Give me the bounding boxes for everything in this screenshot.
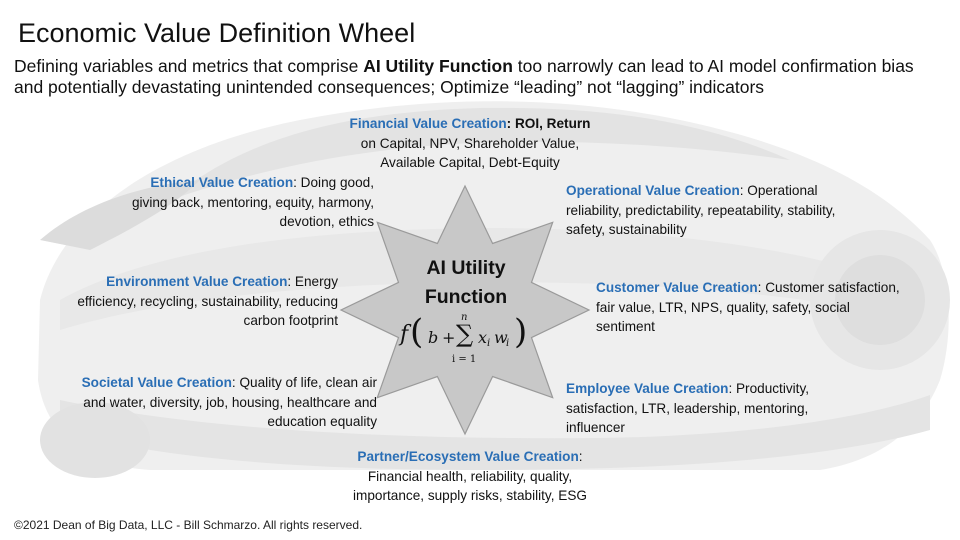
environment-heading: Environment Value Creation	[106, 274, 288, 289]
ethical-line-3: devotion, ethics	[279, 214, 374, 229]
employee-line-3: influencer	[566, 420, 625, 435]
page-subtitle: Defining variables and metrics that comp…	[14, 56, 944, 98]
formula-sum-upper: n	[461, 312, 468, 323]
employee-heading: Employee Value Creation	[566, 381, 729, 396]
customer-heading: Customer Value Creation	[596, 280, 758, 295]
financial-line-1: : ROI, Return	[506, 116, 591, 131]
financial-heading: Financial Value Creation	[349, 116, 507, 131]
ethical-line-1: : Doing good,	[293, 175, 374, 190]
societal-line-3: education equality	[267, 414, 377, 429]
partner-line-3: importance, supply risks, stability, ESG	[353, 488, 587, 503]
operational-line-3: safety, sustainability	[566, 222, 687, 237]
environment-line-3: carbon footprint	[243, 313, 338, 328]
formula-w: w	[494, 328, 508, 347]
societal-line-2: and water, diversity, job, housing, heal…	[83, 394, 377, 410]
copyright-footer: ©2021 Dean of Big Data, LLC - Bill Schma…	[14, 518, 363, 532]
center-title-line2: Function	[424, 286, 508, 308]
employee-value-block: Employee Value Creation: Productivity, s…	[566, 379, 906, 438]
center-title-line1: AI Utility	[426, 257, 506, 279]
societal-line-1: : Quality of life, clean air	[231, 375, 377, 390]
societal-heading: Societal Value Creation	[81, 375, 232, 390]
subtitle-bold-term: AI Utility Function	[363, 56, 513, 76]
formula-sum-lower: i = 1	[452, 354, 477, 365]
financial-line-3: Available Capital, Debt-Equity	[380, 155, 560, 170]
operational-line-2: reliability, predictability, repeatabili…	[566, 202, 836, 218]
formula-x-sub: i	[487, 338, 491, 349]
environment-line-1: : Energy	[287, 274, 338, 289]
customer-value-block: Customer Value Creation: Customer satisf…	[596, 278, 936, 337]
financial-value-block: Financial Value Creation: ROI, Return on…	[330, 114, 610, 173]
partner-line-2: Financial health, reliability, quality,	[367, 468, 573, 484]
environment-line-2: efficiency, recycling, sustainability, r…	[77, 293, 338, 309]
star-polygon	[339, 184, 591, 436]
formula-b: b	[428, 328, 439, 347]
ethical-value-block: Ethical Value Creation: Doing good, givi…	[60, 173, 374, 232]
page-title: Economic Value Definition Wheel	[18, 18, 416, 48]
operational-heading: Operational Value Creation	[566, 183, 740, 198]
partner-line-1: :	[578, 449, 583, 464]
operational-line-1: : Operational	[739, 183, 818, 198]
financial-line-2: on Capital, NPV, Shareholder Value,	[360, 135, 580, 151]
employee-line-2: satisfaction, LTR, leadership, mentoring…	[566, 400, 809, 416]
employee-line-1: : Productivity,	[728, 381, 810, 396]
formula-plus: +	[442, 328, 456, 347]
customer-line-2: fair value, LTR, NPS, quality, safety, s…	[596, 299, 850, 315]
subtitle-text-end: too narrowly can lead to AI model confir…	[14, 56, 914, 97]
formula-open-paren: (	[410, 312, 424, 352]
formula-sigma: ∑	[456, 320, 474, 348]
operational-value-block: Operational Value Creation: Operational …	[566, 181, 906, 240]
formula-close-paren: )	[514, 312, 528, 352]
ethical-line-2: giving back, mentoring, equity, harmony,	[131, 194, 374, 210]
center-function-title: AI Utility Function	[396, 254, 536, 312]
customer-line-3: sentiment	[596, 319, 655, 334]
ethical-heading: Ethical Value Creation	[150, 175, 294, 190]
utility-formula: f ( b + n ∑ i = 1 x i w i )	[400, 312, 540, 372]
formula-f: f	[400, 322, 409, 347]
formula-x: x	[478, 328, 488, 347]
partner-heading: Partner/Ecosystem Value Creation	[357, 449, 579, 464]
formula-w-sub: i	[506, 338, 510, 349]
societal-value-block: Societal Value Creation: Quality of life…	[20, 373, 377, 432]
customer-line-1: : Customer satisfaction,	[757, 280, 900, 295]
partner-value-block: Partner/Ecosystem Value Creation: Financ…	[320, 447, 620, 506]
environment-value-block: Environment Value Creation: Energy effic…	[20, 272, 338, 331]
subtitle-text-start: Defining variables and metrics that comp…	[14, 56, 364, 76]
